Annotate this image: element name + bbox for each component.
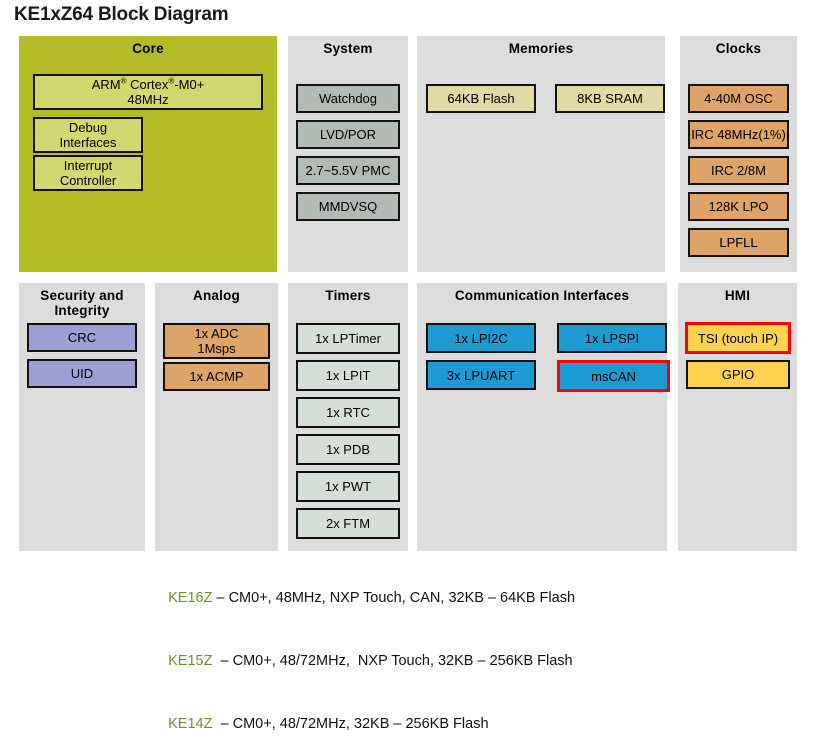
block-debug-interfaces-line2: Interfaces <box>59 135 117 150</box>
block-ftm[interactable]: 2x FTM <box>296 508 400 539</box>
legend-desc-ke16z: – CM0+, 48MHz, NXP Touch, CAN, 32KB – 64… <box>212 590 576 606</box>
panel-system-title: System <box>323 41 373 56</box>
block-debug-interfaces-line1: Debug <box>68 120 108 135</box>
block-adc[interactable]: 1x ADC 1Msps <box>163 323 270 359</box>
block-128k-lpo[interactable]: 128K LPO <box>688 192 789 221</box>
legend-line-ke14z: KE14Z – CM0+, 48/72MHz, 32KB – 256KB Fla… <box>152 693 575 756</box>
block-lpit[interactable]: 1x LPIT <box>296 360 400 391</box>
block-interrupt-controller-line1: Interrupt <box>63 158 113 173</box>
block-adc-line2: 1Msps <box>197 341 236 356</box>
block-lpuart[interactable]: 3x LPUART <box>426 360 536 390</box>
panel-security-title-line1: Security and <box>40 288 124 303</box>
legend-desc-ke14z: – CM0+, 48/72MHz, 32KB – 256KB Flash <box>212 716 489 732</box>
block-flash[interactable]: 64KB Flash <box>426 84 536 113</box>
block-crc[interactable]: CRC <box>27 323 137 352</box>
panel-security-integrity: Security and Integrity CRC UID <box>19 283 145 551</box>
block-debug-interfaces[interactable]: Debug Interfaces <box>33 117 143 153</box>
block-lptimer[interactable]: 1x LPTimer <box>296 323 400 354</box>
panel-security-integrity-title: Security and Integrity <box>19 283 145 318</box>
block-pwt[interactable]: 1x PWT <box>296 471 400 502</box>
page-title: KE1xZ64 Block Diagram <box>14 4 229 25</box>
block-uid[interactable]: UID <box>27 359 137 388</box>
block-interrupt-controller[interactable]: Interrupt Controller <box>33 155 143 191</box>
panel-hmi-title: HMI <box>724 288 751 303</box>
block-watchdog[interactable]: Watchdog <box>296 84 400 113</box>
panel-memories-title: Memories <box>508 41 574 56</box>
block-arm-cortex-m0-line1: ARM® Cortex®-M0+ <box>91 76 205 92</box>
panel-analog: Analog 1x ADC 1Msps 1x ACMP <box>155 283 278 551</box>
block-pmc[interactable]: 2.7~5.5V PMC <box>296 156 400 185</box>
block-adc-line1: 1x ADC <box>194 326 239 341</box>
panel-communication-interfaces: Communication Interfaces 1x LPI2C 1x LPS… <box>417 283 670 551</box>
panel-core: Core ARM® Cortex®-M0+ 48MHz Debug Interf… <box>19 36 277 272</box>
panel-hmi: HMI TSI (touch IP) GPIO <box>678 283 797 551</box>
block-mscan[interactable]: msCAN <box>557 360 670 392</box>
panel-system: System Watchdog LVD/POR 2.7~5.5V PMC MMD… <box>288 36 408 272</box>
block-rtc[interactable]: 1x RTC <box>296 397 400 428</box>
legend-part-ke14z: KE14Z <box>168 716 213 732</box>
block-lpfll[interactable]: LPFLL <box>688 228 789 257</box>
legend-line-ke16z: KE16Z – CM0+, 48MHz, NXP Touch, CAN, 32K… <box>152 567 575 630</box>
panel-core-title: Core <box>132 41 164 56</box>
block-irc-2-8m[interactable]: IRC 2/8M <box>688 156 789 185</box>
panel-clocks: Clocks 4-40M OSC IRC 48MHz(1%) IRC 2/8M … <box>680 36 797 272</box>
panel-timers-title: Timers <box>325 288 371 303</box>
block-gpio[interactable]: GPIO <box>686 360 790 389</box>
block-mmdvsq[interactable]: MMDVSQ <box>296 192 400 221</box>
block-irc-48mhz[interactable]: IRC 48MHz(1%) <box>688 120 789 149</box>
legend: KE16Z – CM0+, 48MHz, NXP Touch, CAN, 32K… <box>152 567 575 756</box>
legend-part-ke16z: KE16Z <box>168 590 213 606</box>
panel-communication-interfaces-title: Communication Interfaces <box>454 288 630 303</box>
block-sram[interactable]: 8KB SRAM <box>555 84 665 113</box>
block-tsi[interactable]: TSI (touch IP) <box>685 322 791 354</box>
legend-part-ke15z: KE15Z <box>168 653 213 669</box>
panel-security-title-line2: Integrity <box>54 303 110 318</box>
block-osc[interactable]: 4-40M OSC <box>688 84 789 113</box>
panel-clocks-title: Clocks <box>715 41 762 56</box>
legend-desc-ke15z: – CM0+, 48/72MHz, NXP Touch, 32KB – 256K… <box>212 653 573 669</box>
block-arm-cortex-m0-line2: 48MHz <box>127 92 169 107</box>
block-lpi2c[interactable]: 1x LPI2C <box>426 323 536 353</box>
block-lvd-por[interactable]: LVD/POR <box>296 120 400 149</box>
panel-memories: Memories 64KB Flash 8KB SRAM <box>417 36 665 272</box>
block-arm-cortex-m0[interactable]: ARM® Cortex®-M0+ 48MHz <box>33 74 263 110</box>
block-lpspi[interactable]: 1x LPSPI <box>557 323 667 353</box>
panel-timers: Timers 1x LPTimer 1x LPIT 1x RTC 1x PDB … <box>288 283 408 551</box>
block-pdb[interactable]: 1x PDB <box>296 434 400 465</box>
panel-analog-title: Analog <box>193 288 240 303</box>
block-interrupt-controller-line2: Controller <box>59 173 117 188</box>
legend-line-ke15z: KE15Z – CM0+, 48/72MHz, NXP Touch, 32KB … <box>152 630 575 693</box>
block-acmp[interactable]: 1x ACMP <box>163 362 270 391</box>
